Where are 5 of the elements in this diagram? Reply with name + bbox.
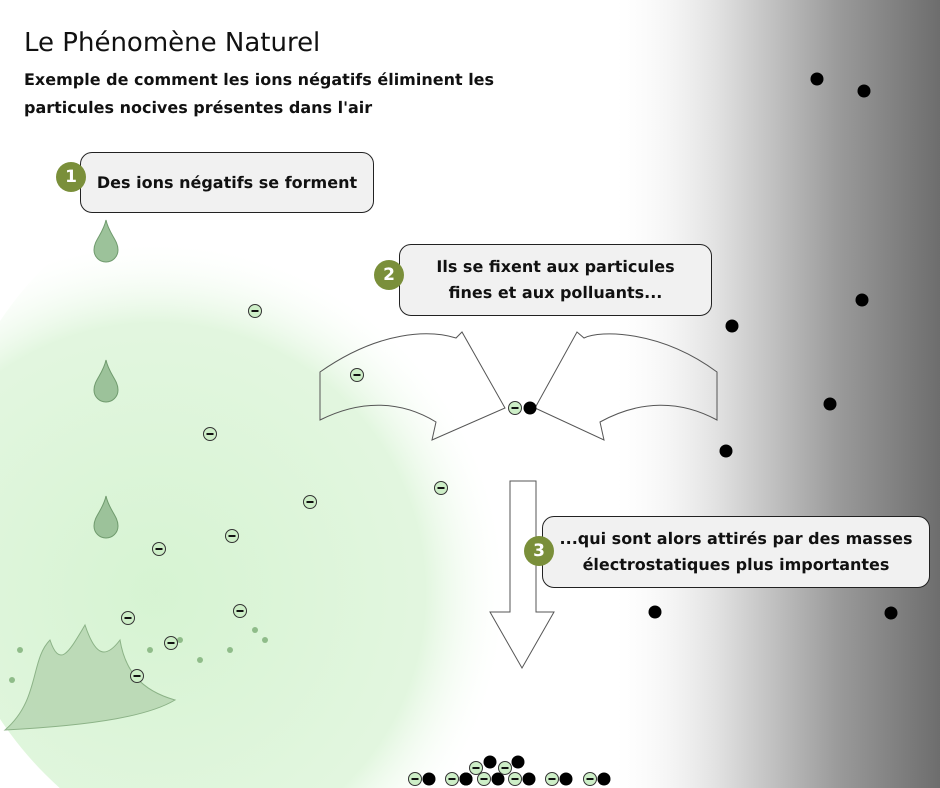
title: Le Phénomène Naturel: [24, 28, 320, 58]
callout-box: Des ions négatifs se forment: [80, 152, 374, 213]
callout-box: ...qui sont alors attirés par des masses électrostatiques plus importantes: [542, 516, 930, 588]
subtitle: Exemple de comment les ions négatifs éliminent les particules nocives présentes dans l'air: [24, 69, 496, 119]
callout-box: Ils se fixent aux particules fines et aux polluants...: [399, 244, 712, 316]
